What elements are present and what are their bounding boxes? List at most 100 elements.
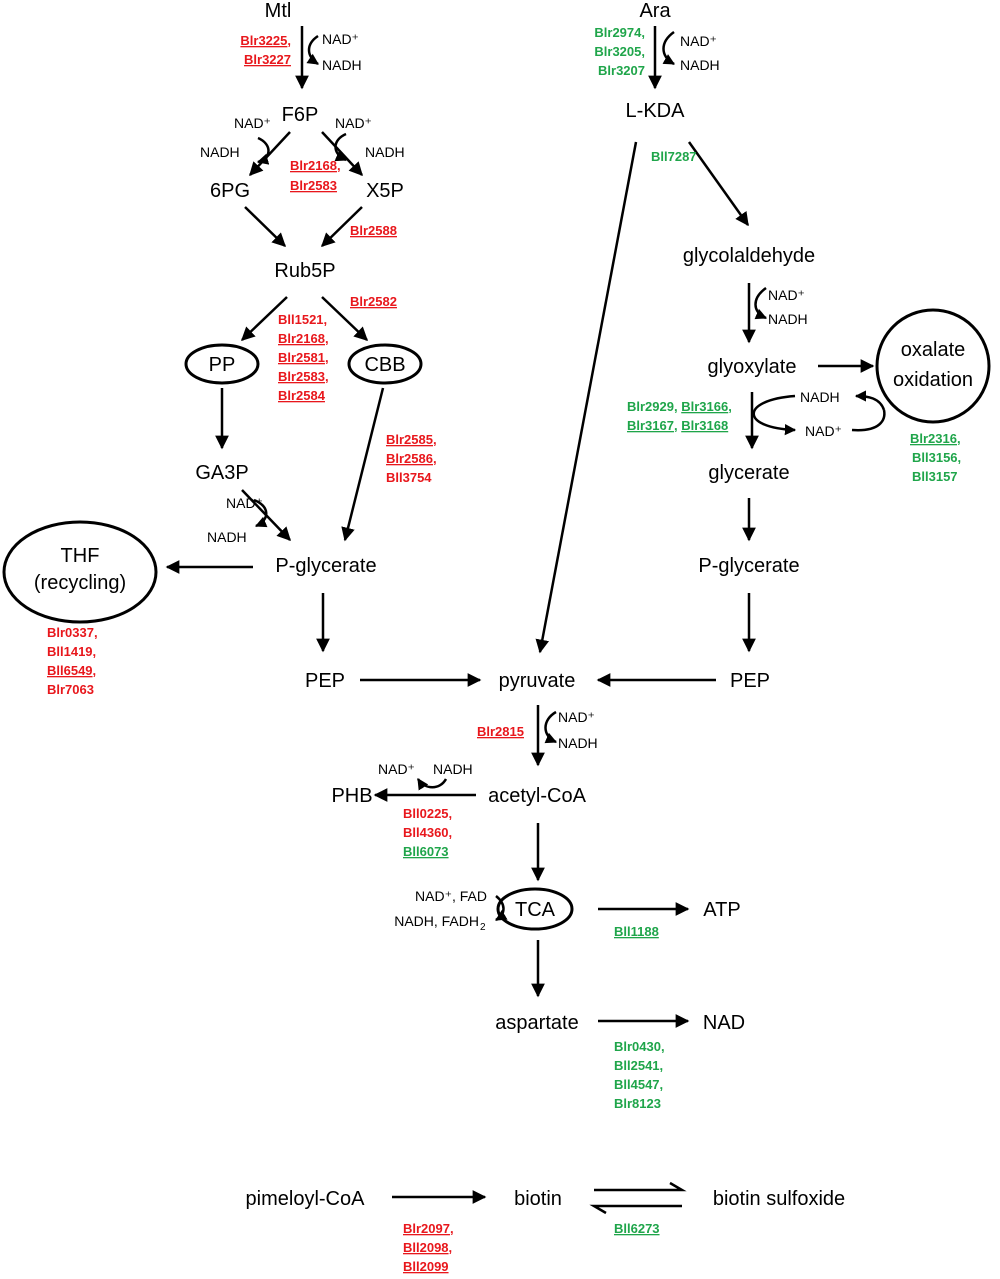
gene-label: Blr2582 (350, 294, 397, 309)
metabolite-biotin-sulfoxide: biotin sulfoxide (713, 1188, 845, 1210)
gene-label: Blr2168, (278, 331, 329, 346)
gene-label: Blr7063 (47, 682, 94, 697)
metabolite-atp: ATP (703, 899, 740, 921)
gene-label: Bll6549, (47, 663, 96, 678)
arrow-lkda-glycolaldehyde (687, 141, 750, 227)
gene-label: Bll0225, (403, 806, 452, 821)
arrow-sulfoxide-biotin (589, 1204, 682, 1215)
gene-label: Blr2581, (278, 350, 329, 365)
metabolite-f6p: F6P (282, 104, 319, 126)
gene-label: Bll4360, (403, 825, 452, 840)
gene-label: Bll1419, (47, 644, 96, 659)
cofactor-curve-glycerate (752, 394, 797, 436)
gene-label: Blr2974, (594, 25, 645, 40)
metabolite-pglycerate-right: P-glycerate (698, 555, 799, 577)
oxalate-loop-arrow (854, 390, 886, 411)
cofactor-nadh: NADH (200, 144, 240, 160)
cofactor-nadh: NADH (680, 57, 720, 73)
gene-label: Blr3227 (244, 52, 291, 67)
cofactor-nad: NAD⁺ (805, 423, 842, 439)
metabolite-pp: PP (209, 354, 236, 376)
cofactor-curve-pyruvate (544, 710, 558, 744)
cofactor-nadh: NADH (433, 761, 473, 777)
gene-label: Blr2929, Blr3166, (627, 399, 732, 414)
arrow-f6p-6pg (249, 131, 291, 177)
gene-label: Blr3205, (594, 44, 645, 59)
gene-label: Blr2316, (910, 431, 961, 446)
metabolite-biotin: biotin (514, 1188, 562, 1210)
cofactor-nadh: NADH (365, 144, 405, 160)
cofactor-tca-out-subscript: 2 (480, 922, 486, 933)
metabolite-pep-left: PEP (305, 670, 345, 692)
metabolite-aspartate: aspartate (495, 1012, 578, 1034)
gene-label: Blr2815 (477, 724, 524, 739)
metabolite-ara: Ara (639, 0, 671, 22)
gene-label: Bll4547, (614, 1077, 663, 1092)
metabolite-rub5p: Rub5P (274, 260, 335, 282)
gene-label: Blr3167, Blr3168 (627, 418, 728, 433)
cofactor-tca-in: NAD⁺, FAD (415, 888, 487, 904)
gene-label: Blr2588 (350, 223, 397, 238)
metabolite-tca: TCA (515, 899, 556, 921)
cofactor-nad: NAD⁺ (558, 709, 595, 725)
gene-label: Blr8123 (614, 1096, 661, 1111)
arrow-biotin-sulfoxide (594, 1181, 687, 1192)
cofactor-nadh: NADH (207, 529, 247, 545)
gene-label: Bll2099 (403, 1259, 449, 1274)
gene-label: Bll3156, (912, 450, 961, 465)
gene-label: Bll1188 (614, 924, 659, 939)
cofactor-nadh: NADH (322, 57, 362, 73)
metabolite-pimeloylcoa: pimeloyl-CoA (246, 1188, 366, 1210)
gene-label: Bll7287 (651, 149, 697, 164)
thf-node (2, 520, 158, 624)
cofactor-nad: NAD⁺ (335, 115, 372, 131)
gene-label: Blr2586, (386, 451, 437, 466)
gene-label: Bll1521, (278, 312, 327, 327)
cofactor-nadh: NADH (558, 735, 598, 751)
gene-label: Blr0337, (47, 625, 98, 640)
metabolite-pyruvate: pyruvate (499, 670, 576, 692)
gene-label: Bll3754 (386, 470, 432, 485)
metabolite-oxalate: oxalate (901, 339, 966, 361)
metabolite-cbb: CBB (364, 354, 405, 376)
gene-label: Blr2583 (290, 178, 337, 193)
arrow-rub5p-cbb (321, 296, 368, 341)
gene-label: Blr2583, (278, 369, 329, 384)
gene-label: Blr2097, (403, 1221, 454, 1236)
metabolite-pep-right: PEP (730, 670, 770, 692)
cofactor-nad: NAD⁺ (378, 761, 415, 777)
cofactor-curve-mtl (306, 34, 319, 66)
gene-label: Blr3207 (598, 63, 645, 78)
metabolite-thf: THF (61, 545, 100, 567)
cofactor-nad: NAD⁺ (322, 31, 359, 47)
cofactor-curve-x5p (334, 132, 348, 162)
arrow-lkda-pyruvate (535, 141, 638, 654)
arrow-cbb-pglycerate (341, 387, 385, 542)
cbb-node (347, 343, 423, 385)
arrow-rub5p-pp (241, 296, 288, 341)
cofactor-curve-phb (416, 778, 448, 791)
cofactor-nad: NAD⁺ (680, 33, 717, 49)
metabolite-glycolaldehyde: glycolaldehyde (683, 245, 815, 267)
oxalate-loop (851, 409, 886, 432)
gene-label: Bll2098, (403, 1240, 452, 1255)
gene-label: Blr0430, (614, 1039, 665, 1054)
cofactor-tca-out: NADH, FADH (394, 913, 479, 929)
metabolite-oxidation: oxidation (893, 369, 973, 391)
arrow-6pg-rub5p (244, 206, 286, 247)
gene-label: Blr2168, (290, 158, 341, 173)
gene-label: Bll3157 (912, 469, 958, 484)
pp-node (184, 343, 260, 385)
metabolite-pglycerate-left: P-glycerate (275, 555, 376, 577)
metabolite-nad: NAD (703, 1012, 745, 1034)
cofactor-curve-glycolaldehyde (754, 286, 768, 320)
metabolite-glycerate: glycerate (708, 462, 789, 484)
cofactor-nad: NAD⁺ (234, 115, 271, 131)
gene-label: Bll6073 (403, 844, 449, 859)
gene-label: Bll6273 (614, 1221, 660, 1236)
oxalate-oxidation-node (875, 308, 991, 424)
gene-label: Blr2584 (278, 388, 326, 403)
metabolite-mtl: Mtl (265, 0, 292, 22)
metabolite-thf-recycling: (recycling) (34, 572, 126, 594)
